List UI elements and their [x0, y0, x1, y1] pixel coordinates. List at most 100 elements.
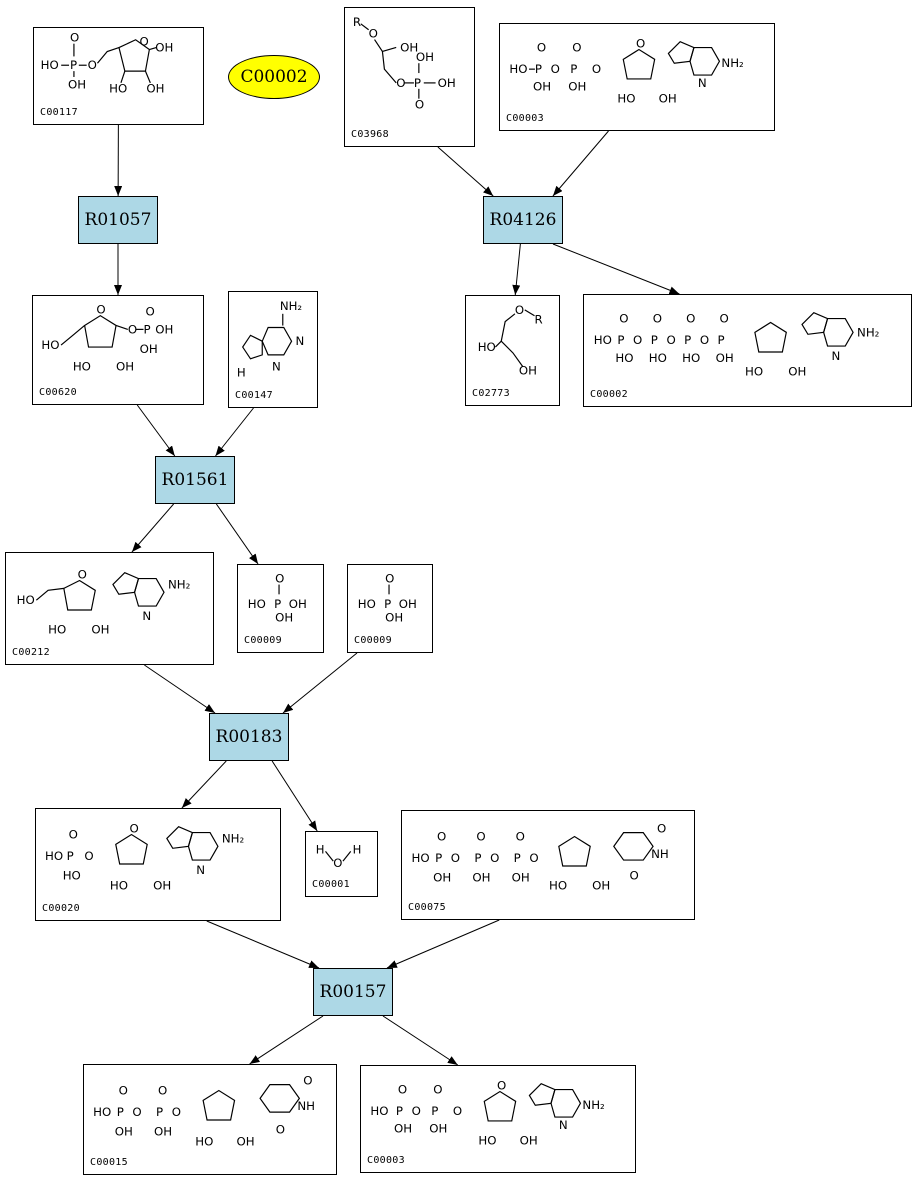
- svg-text:OH: OH: [91, 623, 109, 637]
- edge-arrow: [131, 503, 175, 553]
- svg-text:O: O: [140, 35, 149, 49]
- svg-text:OH: OH: [115, 1125, 133, 1139]
- svg-text:O: O: [145, 305, 154, 319]
- compound-id-label: C00003: [506, 113, 544, 124]
- svg-text:HO: HO: [358, 597, 376, 611]
- svg-text:O: O: [369, 27, 378, 41]
- highlighted-compound-ellipse[interactable]: C00002: [228, 55, 320, 99]
- svg-text:O: O: [490, 851, 499, 865]
- svg-text:NH: NH: [297, 1099, 315, 1113]
- svg-text:O: O: [158, 1083, 167, 1097]
- compound-id-label: C00003: [367, 1155, 405, 1166]
- svg-text:P: P: [718, 333, 725, 347]
- svg-text:OH: OH: [433, 871, 451, 885]
- svg-text:O: O: [69, 827, 78, 841]
- edge-arrow: [382, 1015, 459, 1066]
- svg-text:HO: HO: [248, 597, 266, 611]
- water-structure-icon: HO H: [316, 842, 362, 870]
- reaction-node-r01057[interactable]: R01057: [78, 196, 158, 244]
- compound-id-label: C00620: [39, 387, 77, 398]
- edge-arrow: [512, 243, 521, 296]
- svg-text:HO: HO: [48, 623, 66, 637]
- svg-text:OH: OH: [438, 76, 456, 90]
- svg-text:OH: OH: [275, 611, 293, 625]
- svg-text:N: N: [142, 609, 151, 623]
- reaction-node-r01561[interactable]: R01561: [155, 456, 235, 504]
- svg-text:H: H: [316, 842, 325, 856]
- compound-id-label: C00117: [40, 107, 78, 118]
- svg-text:P: P: [67, 849, 74, 863]
- svg-text:HO: HO: [45, 849, 63, 863]
- edge-arrow: [271, 760, 318, 832]
- svg-text:P: P: [514, 851, 521, 865]
- svg-text:O: O: [453, 1104, 462, 1118]
- svg-text:O: O: [396, 76, 405, 90]
- svg-text:OH: OH: [289, 597, 307, 611]
- svg-text:O: O: [412, 1104, 421, 1118]
- svg-text:P: P: [156, 1105, 163, 1119]
- svg-text:OH: OH: [155, 41, 173, 55]
- svg-text:HO: HO: [478, 1134, 496, 1148]
- svg-text:R: R: [353, 15, 361, 29]
- svg-text:O: O: [700, 333, 709, 347]
- svg-text:O: O: [572, 40, 581, 54]
- svg-text:O: O: [476, 829, 485, 843]
- svg-text:HO: HO: [110, 879, 128, 893]
- svg-text:P: P: [274, 597, 281, 611]
- svg-text:HO: HO: [682, 351, 700, 365]
- svg-text:OH: OH: [237, 1135, 255, 1149]
- svg-text:O: O: [636, 37, 645, 51]
- svg-text:O: O: [84, 849, 93, 863]
- svg-text:O: O: [96, 303, 105, 317]
- reaction-node-r00157[interactable]: R00157: [313, 968, 393, 1016]
- svg-text:O: O: [619, 312, 628, 326]
- svg-text:O: O: [385, 572, 394, 586]
- svg-text:O: O: [720, 312, 729, 326]
- svg-text:O: O: [398, 1082, 407, 1096]
- svg-text:O: O: [657, 822, 666, 836]
- svg-text:P: P: [570, 62, 577, 76]
- svg-text:OH: OH: [399, 597, 417, 611]
- svg-text:O: O: [451, 851, 460, 865]
- svg-text:N: N: [272, 360, 281, 374]
- compound-id-label: C00001: [312, 879, 350, 890]
- svg-text:HO: HO: [41, 58, 59, 72]
- svg-text:HO: HO: [41, 338, 59, 352]
- svg-text:OH: OH: [429, 1122, 447, 1136]
- compound-id-label: C00002: [590, 389, 628, 400]
- svg-text:O: O: [303, 1074, 312, 1088]
- svg-text:O: O: [119, 1083, 128, 1097]
- svg-text:O: O: [433, 1082, 442, 1096]
- svg-text:O: O: [437, 829, 446, 843]
- svg-text:HO: HO: [370, 1104, 388, 1118]
- compound-id-label: C00009: [354, 635, 392, 646]
- reaction-node-r04126[interactable]: R04126: [483, 196, 563, 244]
- svg-text:HO: HO: [615, 351, 633, 365]
- svg-text:NH₂: NH₂: [222, 831, 244, 845]
- svg-text:HO: HO: [617, 92, 635, 106]
- reaction-node-r00183[interactable]: R00183: [209, 713, 289, 761]
- svg-text:HO: HO: [594, 333, 612, 347]
- svg-text:OH: OH: [716, 351, 734, 365]
